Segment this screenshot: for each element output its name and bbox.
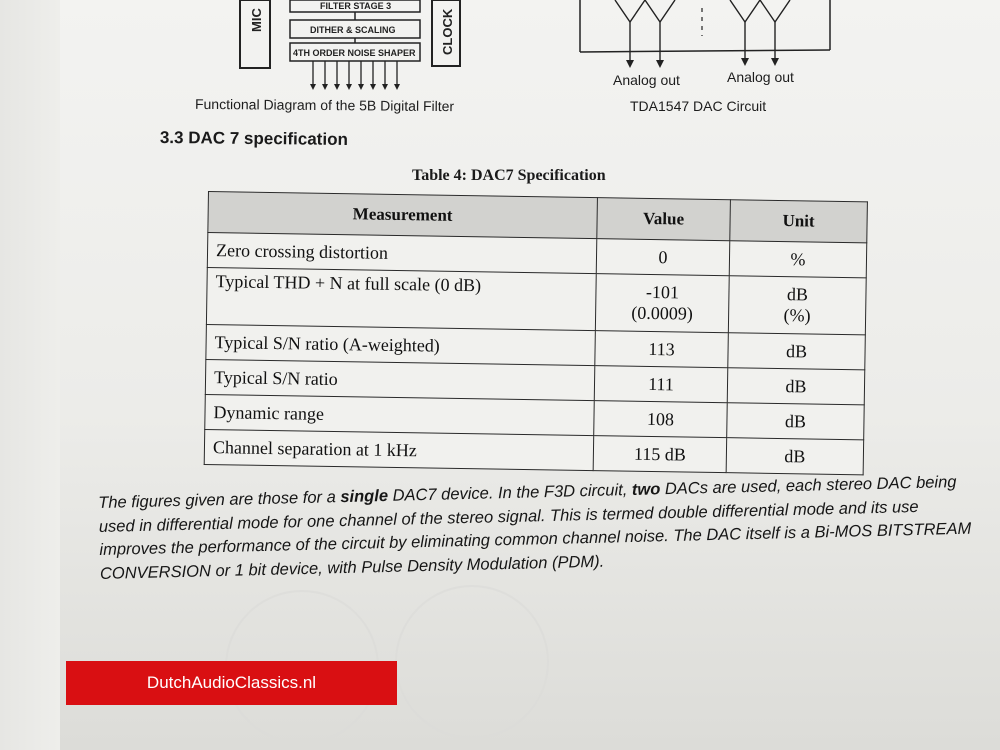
clock-block bbox=[431, 0, 461, 67]
cell-unit-primary: dB bbox=[786, 284, 809, 305]
mic-label: MIC bbox=[249, 8, 264, 32]
cell-unit: dB bbox=[726, 402, 865, 440]
paragraph-bold-two: two bbox=[631, 480, 661, 499]
cell-value: 111 bbox=[594, 365, 728, 403]
analog-out-label-1: Analog out bbox=[613, 72, 680, 88]
dither-label: DITHER & SCALING bbox=[310, 25, 396, 35]
table-row: Typical THD + N at full scale (0 dB) -10… bbox=[206, 267, 867, 335]
brand-label: DutchAudioClassics.nl bbox=[146, 673, 317, 692]
noise-shaper-label: 4TH ORDER NOISE SHAPER bbox=[293, 48, 416, 58]
paragraph-bold-single: single bbox=[340, 486, 389, 507]
mic-block bbox=[239, 0, 271, 69]
filter-diagram-caption: Functional Diagram of the 5B Digital Fil… bbox=[194, 95, 455, 115]
cell-unit: % bbox=[729, 240, 867, 278]
cell-value: 108 bbox=[593, 400, 728, 438]
cell-value: 113 bbox=[594, 330, 729, 368]
header-unit: Unit bbox=[729, 199, 868, 243]
cell-measurement: Channel separation at 1 kHz bbox=[204, 429, 594, 471]
filter-diagram: MIC FILTER STAGE 3 DITHER & SCALING 4TH … bbox=[239, 0, 461, 90]
cell-unit-secondary: (%) bbox=[783, 305, 811, 326]
cell-value: -101 (0.0009) bbox=[595, 273, 730, 333]
brand-watermark-banner: DutchAudioClassics.nl bbox=[66, 661, 397, 705]
cell-unit: dB bbox=[727, 332, 866, 370]
paragraph-text-2: DAC7 device. In the F3D circuit, bbox=[387, 480, 633, 505]
cell-value-secondary: (0.0009) bbox=[631, 302, 694, 324]
cell-unit: dB bbox=[727, 367, 865, 405]
header-value: Value bbox=[596, 197, 731, 241]
table-title: Table 4: DAC7 Specification bbox=[412, 167, 606, 184]
section-title: 3.3 DAC 7 specification bbox=[159, 128, 349, 149]
header-measurement: Measurement bbox=[207, 191, 598, 239]
dac-circuit-diagram: Analog out Analog out bbox=[579, 0, 831, 88]
paragraph-text-1: The figures given are those for a bbox=[98, 488, 341, 512]
analog-out-label-2: Analog out bbox=[727, 69, 794, 85]
cell-value: 115 dB bbox=[593, 435, 727, 473]
clock-label: CLOCK bbox=[440, 8, 455, 55]
cell-measurement: Typical THD + N at full scale (0 dB) bbox=[206, 267, 597, 331]
page-shadow bbox=[0, 0, 60, 750]
spec-table-wrapper: Measurement Value Unit Zero crossing dis… bbox=[204, 191, 872, 475]
spec-table: Measurement Value Unit Zero crossing dis… bbox=[204, 191, 868, 475]
cell-unit: dB bbox=[726, 437, 864, 475]
filter-stage-label: FILTER STAGE 3 bbox=[320, 1, 391, 11]
dac-circuit-caption: TDA1547 DAC Circuit bbox=[630, 98, 767, 114]
cell-value: 0 bbox=[596, 238, 730, 276]
ghost-knob-right bbox=[395, 585, 549, 739]
cell-unit: dB (%) bbox=[728, 275, 867, 335]
cell-value-primary: -101 bbox=[645, 281, 680, 303]
